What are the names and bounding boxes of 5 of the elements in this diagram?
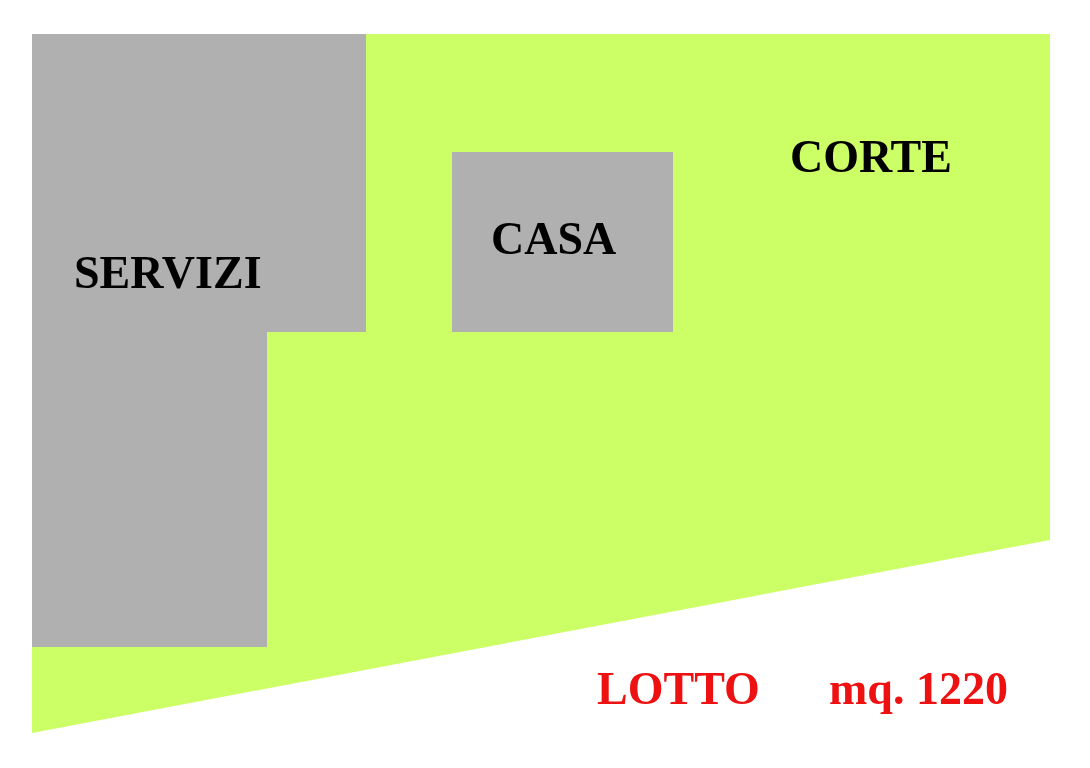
area-value: mq. 1220 — [829, 666, 1008, 712]
area-label: SERVIZI — [74, 250, 262, 296]
area-label: CASA — [491, 216, 617, 262]
area-label: CORTE — [790, 134, 952, 180]
lot-label: LOTTO — [597, 666, 760, 712]
